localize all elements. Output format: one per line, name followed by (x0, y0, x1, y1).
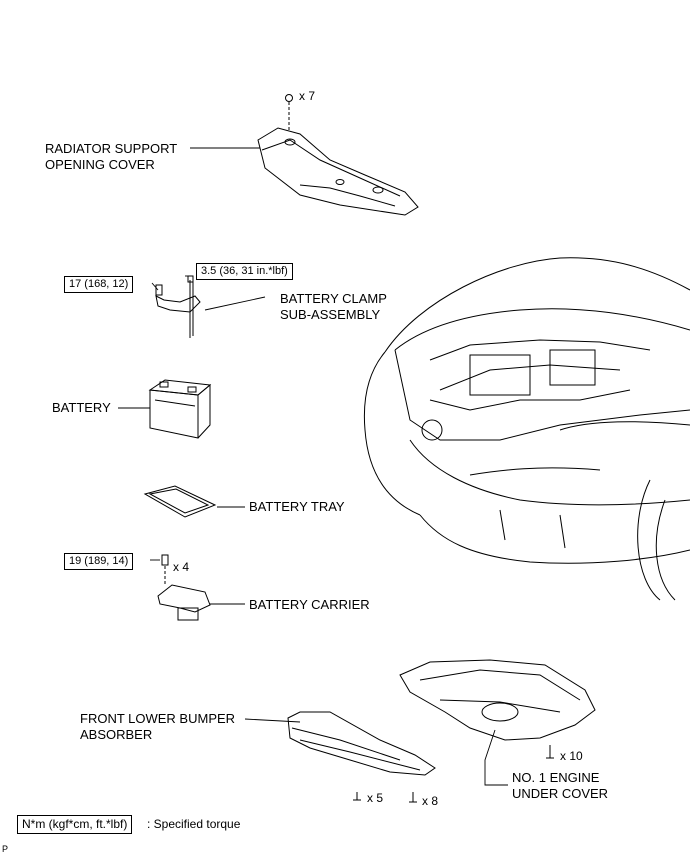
leader-lines (118, 147, 508, 786)
label-front-lower-bumper-absorber: FRONT LOWER BUMPER ABSORBER (80, 711, 236, 742)
radiator-support-opening-cover (257, 94, 419, 216)
bolt-icon (161, 554, 169, 566)
qty-absorber-clips: x 8 (422, 794, 439, 808)
clip-icon (546, 745, 554, 759)
front-lower-bumper-absorber-shape (287, 711, 436, 803)
battery-clamp-sub-assembly (155, 275, 201, 338)
qty-radiator-clips: x 7 (299, 89, 316, 103)
battery-carrier-shape (157, 554, 211, 621)
qty-carrier-bolts: x 4 (173, 560, 190, 574)
qty-under-cover-clips: x 10 (560, 749, 583, 763)
vehicle-front-outline (363, 257, 690, 601)
footer-code: P (2, 844, 9, 854)
label-battery-tray: BATTERY TRAY (249, 499, 345, 514)
qty-absorber-bolts: x 5 (367, 791, 384, 805)
battery-shape (148, 379, 212, 439)
no1-engine-under-cover-shape (399, 659, 596, 759)
clip-icon (285, 94, 293, 102)
torque-carrier-bolt: 19 (189, 14) (64, 553, 134, 570)
nut-icon (187, 275, 194, 283)
torque-clamp-nut: 3.5 (36, 31 in.*lbf) (196, 263, 293, 280)
label-no1-engine-under-cover: NO. 1 ENGINE UNDER COVER (512, 770, 609, 801)
bolt-icon (155, 284, 163, 296)
clip-icon (409, 792, 417, 803)
legend-torque-unit-box: N*m (kgf*cm, ft.*lbf) (17, 815, 133, 834)
label-battery-carrier: BATTERY CARRIER (249, 597, 370, 612)
torque-clamp-bolt: 17 (168, 12) (64, 276, 134, 293)
label-battery: BATTERY (52, 400, 111, 415)
label-radiator-support-opening-cover: RADIATOR SUPPORT OPENING COVER (45, 141, 178, 172)
legend-torque-meaning: : Specified torque (147, 817, 241, 831)
label-battery-clamp-sub-assembly: BATTERY CLAMP SUB-ASSEMBLY (280, 291, 387, 322)
bolt-icon (353, 792, 361, 801)
battery-tray-shape (143, 485, 217, 518)
